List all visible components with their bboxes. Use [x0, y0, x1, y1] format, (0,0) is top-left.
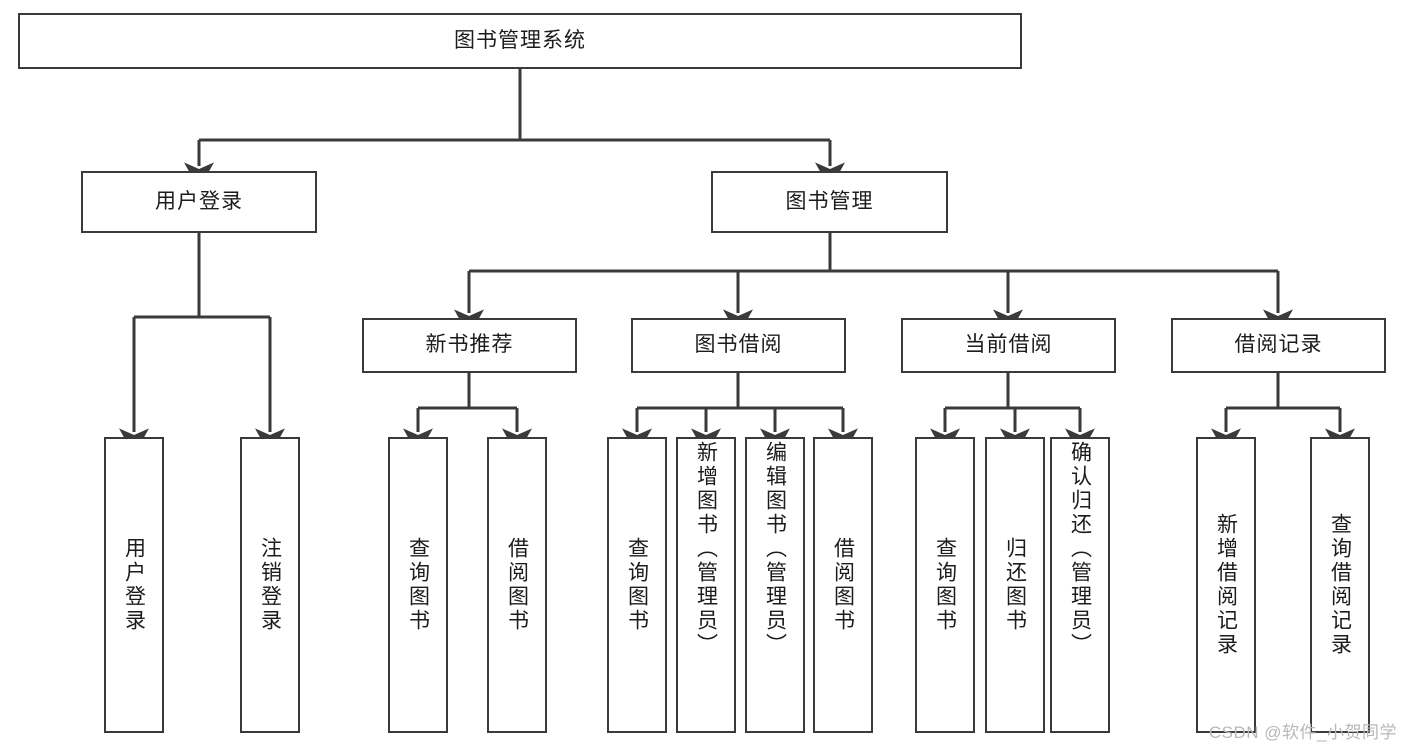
node-leaf-add-record[interactable]: 新增借阅记录 — [1196, 437, 1256, 733]
node-leaf-query-book-3-label: 查询图书 — [933, 537, 957, 633]
node-root-label: 图书管理系统 — [454, 28, 586, 52]
node-leaf-add-book[interactable]: 新增图书（管理员） — [676, 437, 736, 733]
node-book-manage-label: 图书管理 — [785, 189, 874, 213]
node-leaf-borrow-book-1-label: 借阅图书 — [505, 537, 529, 633]
node-leaf-borrow-book-2[interactable]: 借阅图书 — [813, 437, 873, 733]
node-borrow-record[interactable]: 借阅记录 — [1171, 318, 1386, 373]
node-leaf-query-book-2[interactable]: 查询图书 — [607, 437, 667, 733]
node-leaf-borrow-book-2-label: 借阅图书 — [831, 537, 855, 633]
node-borrow-record-label: 借阅记录 — [1234, 333, 1323, 357]
node-leaf-confirm-return-label: 确认归还（管理员） — [1068, 441, 1092, 657]
node-leaf-return-book-label: 归还图书 — [1003, 537, 1027, 633]
node-leaf-query-book-1-label: 查询图书 — [406, 537, 430, 633]
node-user-login[interactable]: 用户登录 — [81, 171, 317, 233]
csdn-watermark: CSDN @软件_小贺同学 — [1208, 723, 1397, 742]
node-leaf-add-book-label: 新增图书（管理员） — [694, 441, 718, 657]
node-new-book-recommend-label: 新书推荐 — [425, 333, 514, 357]
node-leaf-query-book-3[interactable]: 查询图书 — [915, 437, 975, 733]
node-user-login-label: 用户登录 — [155, 189, 243, 213]
node-current-borrow[interactable]: 当前借阅 — [901, 318, 1116, 373]
node-leaf-return-book[interactable]: 归还图书 — [985, 437, 1045, 733]
node-leaf-query-book-1[interactable]: 查询图书 — [388, 437, 448, 733]
node-leaf-logout[interactable]: 注销登录 — [240, 437, 300, 733]
node-new-book-recommend[interactable]: 新书推荐 — [362, 318, 577, 373]
node-leaf-edit-book-label: 编辑图书（管理员） — [763, 441, 787, 657]
node-root[interactable]: 图书管理系统 — [18, 13, 1022, 69]
node-leaf-user-login-label: 用户登录 — [122, 537, 146, 633]
node-leaf-query-record[interactable]: 查询借阅记录 — [1310, 437, 1370, 733]
node-leaf-query-book-2-label: 查询图书 — [625, 537, 649, 633]
node-book-borrow[interactable]: 图书借阅 — [631, 318, 846, 373]
node-leaf-borrow-book-1[interactable]: 借阅图书 — [487, 437, 547, 733]
node-leaf-confirm-return[interactable]: 确认归还（管理员） — [1050, 437, 1110, 733]
node-book-manage[interactable]: 图书管理 — [711, 171, 948, 233]
node-leaf-add-record-label: 新增借阅记录 — [1214, 513, 1238, 657]
node-leaf-logout-label: 注销登录 — [258, 537, 282, 633]
node-leaf-query-record-label: 查询借阅记录 — [1328, 513, 1352, 657]
node-current-borrow-label: 当前借阅 — [964, 333, 1053, 357]
node-book-borrow-label: 图书借阅 — [694, 333, 783, 357]
node-leaf-user-login[interactable]: 用户登录 — [104, 437, 164, 733]
node-leaf-edit-book[interactable]: 编辑图书（管理员） — [745, 437, 805, 733]
